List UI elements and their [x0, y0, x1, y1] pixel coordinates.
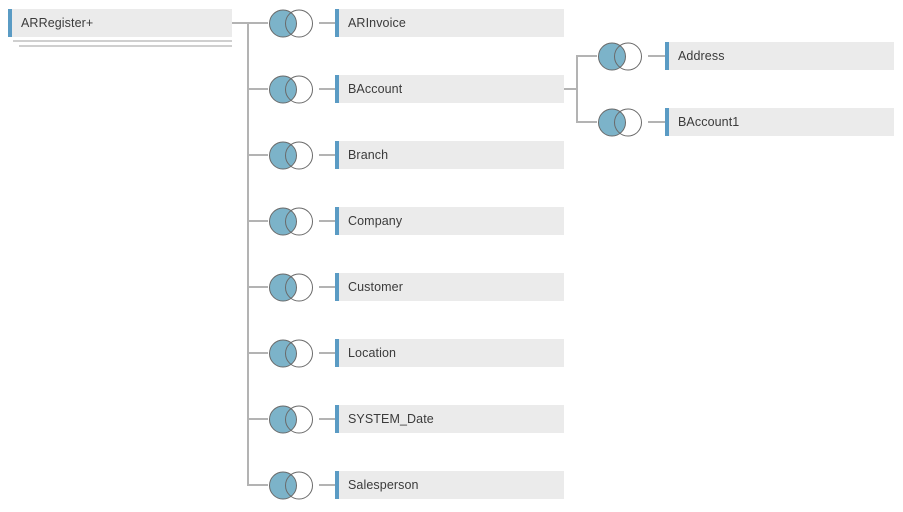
venn-join-icon[interactable] — [268, 339, 319, 368]
connector-branch-branch — [247, 154, 268, 156]
venn-join-icon[interactable] — [597, 42, 648, 71]
node-accent-bar — [335, 207, 339, 235]
connector-subtrunk-baccount — [576, 55, 578, 122]
node-accent-bar — [335, 405, 339, 433]
root-stack-shadow-1 — [13, 40, 232, 42]
tree-node-baccount[interactable]: BAccount — [335, 75, 564, 103]
venn-join-icon[interactable] — [268, 405, 319, 434]
root-stack-shadow-2 — [19, 45, 232, 47]
venn-join-icon[interactable] — [268, 273, 319, 302]
connector-branch-customer — [247, 286, 268, 288]
connector-icon-to-bar-branch — [319, 154, 335, 156]
node-accent-bar — [335, 9, 339, 37]
connector-icon-to-bar-location — [319, 352, 335, 354]
connector-branch-company — [247, 220, 268, 222]
venn-join-icon[interactable] — [268, 75, 319, 104]
tree-node-arinvoice[interactable]: ARInvoice — [335, 9, 564, 37]
tree-node-label: ARInvoice — [348, 16, 406, 30]
connector-branch-baccount — [247, 88, 268, 90]
node-accent-bar — [335, 471, 339, 499]
venn-join-icon[interactable] — [268, 9, 319, 38]
connector-branch-arinvoice — [247, 22, 268, 24]
tree-node-customer[interactable]: Customer — [335, 273, 564, 301]
connector-branch-baccount1 — [576, 121, 597, 123]
tree-node-label: Branch — [348, 148, 389, 162]
venn-join-icon[interactable] — [268, 471, 319, 500]
venn-join-icon[interactable] — [597, 108, 648, 137]
connector-icon-to-bar-customer — [319, 286, 335, 288]
connector-icon-to-bar-salesperson — [319, 484, 335, 486]
root-accent-bar — [8, 9, 12, 37]
connector-icon-to-bar-system-date — [319, 418, 335, 420]
root-node-label: ARRegister+ — [21, 16, 94, 30]
connector-root-to-trunk — [232, 22, 249, 24]
tree-node-branch[interactable]: Branch — [335, 141, 564, 169]
tree-node-label: Company — [348, 214, 403, 228]
node-accent-bar — [665, 42, 669, 70]
connector-branch-location — [247, 352, 268, 354]
connector-baccount-to-subtrunk — [564, 88, 577, 90]
connector-icon-to-bar-company — [319, 220, 335, 222]
root-node-arregister[interactable]: ARRegister+ — [8, 9, 232, 37]
tree-node-location[interactable]: Location — [335, 339, 564, 367]
connector-icon-to-bar-address — [648, 55, 665, 57]
node-accent-bar — [335, 273, 339, 301]
node-accent-bar — [335, 141, 339, 169]
venn-join-icon[interactable] — [268, 141, 319, 170]
node-accent-bar — [665, 108, 669, 136]
tree-node-label: Salesperson — [348, 478, 419, 492]
tree-node-label: BAccount — [348, 82, 403, 96]
tree-node-baccount1[interactable]: BAccount1 — [665, 108, 894, 136]
tree-node-label: Location — [348, 346, 397, 360]
connector-icon-to-bar-arinvoice — [319, 22, 335, 24]
connector-icon-to-bar-baccount1 — [648, 121, 665, 123]
tree-node-label: Address — [678, 49, 725, 63]
tree-node-system-date[interactable]: SYSTEM_Date — [335, 405, 564, 433]
tree-node-salesperson[interactable]: Salesperson — [335, 471, 564, 499]
venn-join-icon[interactable] — [268, 207, 319, 236]
node-accent-bar — [335, 75, 339, 103]
connector-branch-salesperson — [247, 484, 268, 486]
connector-branch-system-date — [247, 418, 268, 420]
tree-node-label: SYSTEM_Date — [348, 412, 434, 426]
connector-icon-to-bar-baccount — [319, 88, 335, 90]
tree-node-company[interactable]: Company — [335, 207, 564, 235]
tree-node-label: Customer — [348, 280, 403, 294]
node-accent-bar — [335, 339, 339, 367]
tree-node-label: BAccount1 — [678, 115, 740, 129]
connector-branch-address — [576, 55, 597, 57]
connector-main-trunk — [247, 22, 249, 485]
tree-node-address[interactable]: Address — [665, 42, 894, 70]
